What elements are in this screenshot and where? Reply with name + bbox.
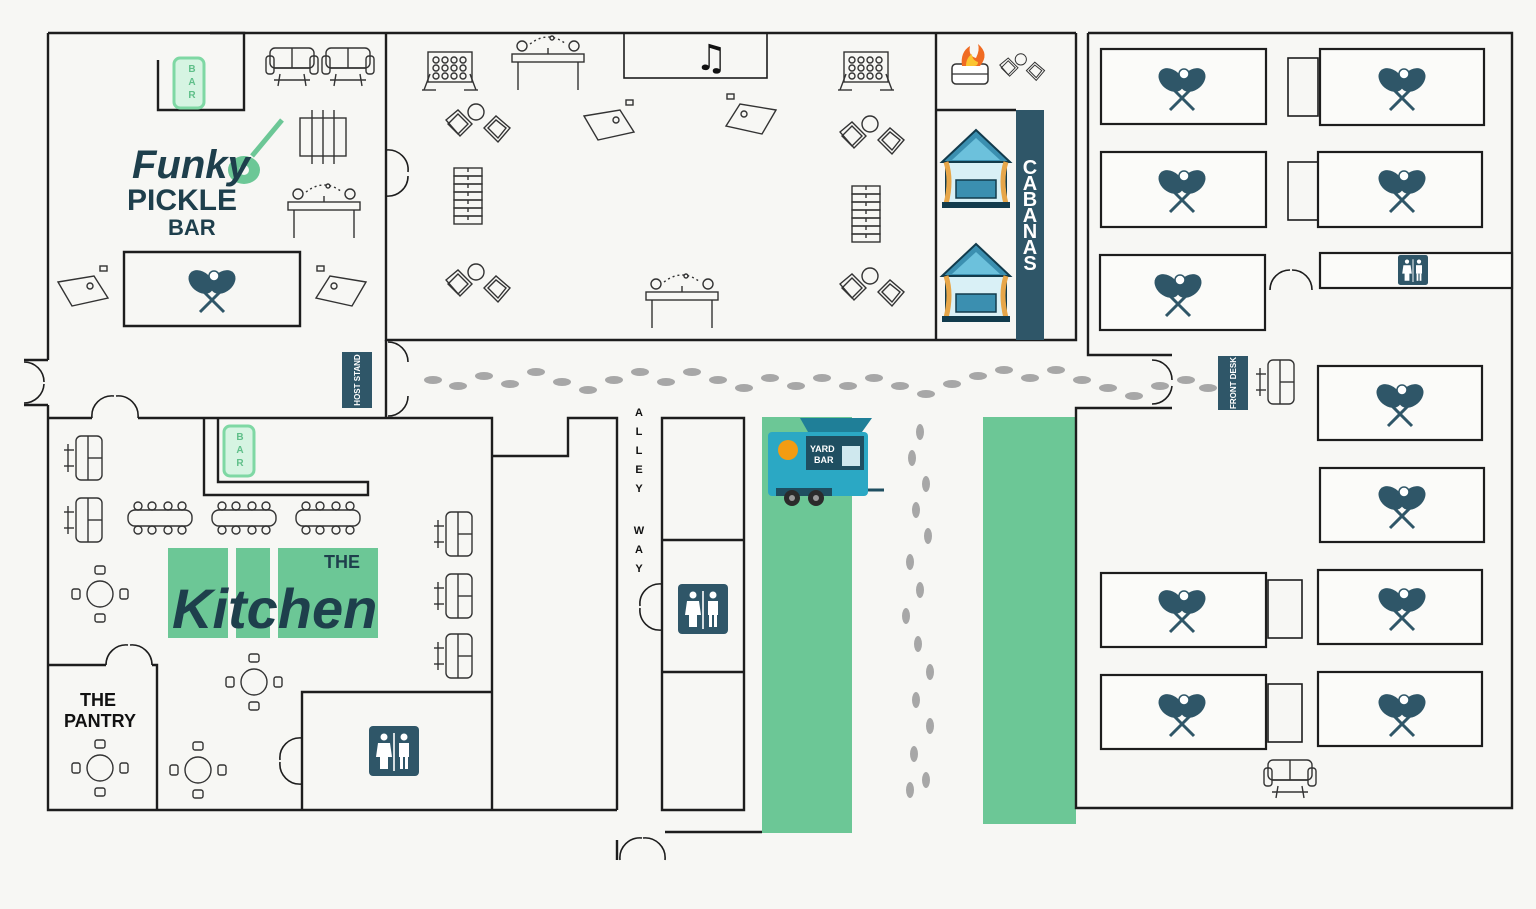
svg-text:♫: ♫ <box>695 38 727 79</box>
alley-way-letter: L <box>636 426 643 438</box>
host-stand-label: HOST STAND <box>353 354 362 406</box>
cabanas-letter: A <box>1023 237 1037 259</box>
foosball-icon <box>299 110 347 164</box>
music-note-icon: ♫ <box>695 38 727 79</box>
alley-way-letter: L <box>636 445 643 457</box>
alley-way-letter: A <box>635 544 643 556</box>
front-desk <box>1218 356 1248 410</box>
bar-sign-letter: A <box>236 445 243 456</box>
footsteps-icon <box>424 366 1217 798</box>
alley-way-letter: E <box>635 464 642 476</box>
restroom-icon <box>368 254 1429 777</box>
alley-way-letter: Y <box>635 483 643 495</box>
svg-text:BAR: BAR <box>236 432 244 469</box>
kitchen-logo: THE Kitchen <box>168 548 378 640</box>
logo-pickle: PICKLE <box>127 184 237 217</box>
logo-bar: BAR <box>168 215 216 240</box>
host-stand <box>342 352 372 408</box>
bar-sign-letter: B <box>188 64 195 75</box>
alley-way-letter: A <box>635 407 643 419</box>
bar-sign-letter: B <box>236 432 243 443</box>
cabana-icon <box>942 130 1010 322</box>
food-truck-icon: YARD BAR <box>768 418 884 506</box>
cabanas-letter: A <box>1023 205 1037 227</box>
lawn-strip-east <box>983 417 1076 824</box>
bar-sign-letter: R <box>236 458 244 469</box>
guitar-icon <box>228 118 284 184</box>
bar-sign-letter: R <box>188 90 196 101</box>
fire-pit-icon <box>951 44 989 85</box>
yard-bar-line1: YARD <box>810 444 835 454</box>
jenga-icon <box>453 167 881 243</box>
funky-pickle-logo: Funky PICKLE BAR <box>127 118 284 240</box>
pantry-line2: PANTRY <box>64 711 136 731</box>
cabanas-letter: S <box>1023 253 1036 275</box>
bar-sign-letter: A <box>188 77 195 88</box>
cabanas-sign <box>1016 110 1044 340</box>
pantry-line1: THE <box>80 690 116 710</box>
cabanas-letter: C <box>1023 157 1037 179</box>
yard-bar-line2: BAR <box>814 455 834 465</box>
alley-way-letter: Y <box>635 563 643 575</box>
kitchen-name: Kitchen <box>172 577 377 640</box>
cabanas-letter: N <box>1023 221 1037 243</box>
svg-text:BAR: BAR <box>188 64 196 101</box>
logo-funky: Funky <box>132 143 252 187</box>
kitchen-the: THE <box>324 552 360 572</box>
cabanas-letter: A <box>1023 173 1037 195</box>
front-desk-label: FRONT DESK <box>1229 357 1238 409</box>
alley-way-letter: W <box>634 525 645 537</box>
cabanas-letter: B <box>1023 189 1037 211</box>
long-table-icon <box>127 501 361 535</box>
connect-four-icon <box>421 51 895 91</box>
